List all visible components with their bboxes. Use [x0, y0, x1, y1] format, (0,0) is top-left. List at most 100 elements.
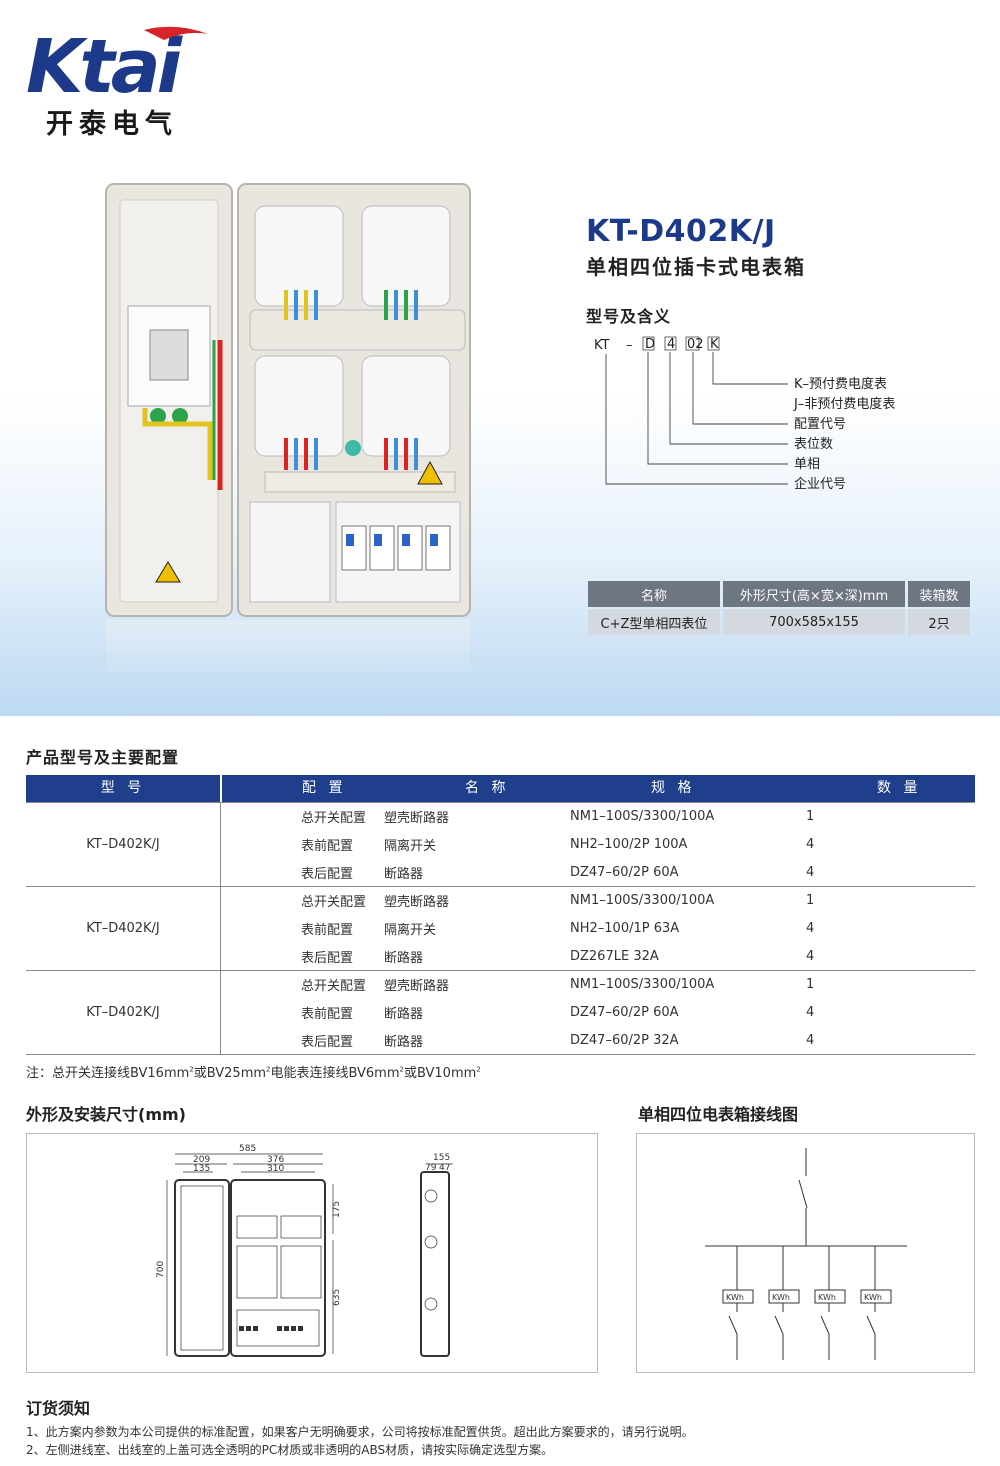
meter-label-3: KWh	[818, 1293, 836, 1302]
note-sup-1: 2	[189, 1065, 194, 1074]
config-cell: 总开关配置	[301, 979, 367, 995]
product-code: KT-D402K/J	[586, 214, 776, 249]
config-cell: 表前配置	[301, 923, 354, 939]
wiring-heading: 单相四位电表箱接线图	[638, 1105, 799, 1124]
table-row: 总开关配置 塑壳断路器 NM1–100S/3300/100A 1	[221, 887, 975, 915]
header-config: 配 置	[222, 775, 465, 802]
name-cell: 断路器	[384, 866, 424, 882]
dim-47: 47	[439, 1163, 450, 1173]
model-part-4: 4	[667, 337, 675, 352]
col-size: 外形尺寸(高×宽×深)mm	[723, 581, 905, 607]
dim-209: 209	[193, 1155, 210, 1165]
label-single-phase: 单相	[794, 457, 820, 472]
qty-cell: 4	[806, 864, 815, 880]
cell-pack: 2只	[908, 609, 970, 635]
dim-585: 585	[239, 1144, 256, 1154]
meter-label-1: KWh	[726, 1293, 744, 1302]
note-sup-4: 2	[476, 1065, 481, 1074]
label-meter-count: 表位数	[794, 437, 833, 452]
ktai-logo: Ktai	[26, 24, 208, 102]
spec-cell: DZ267LE 32A	[570, 948, 659, 964]
col-name: 名称	[588, 581, 720, 607]
dim-310: 310	[267, 1164, 284, 1174]
note-part-b: 或BV25mm	[193, 1066, 267, 1081]
col-pack: 装箱数	[908, 581, 970, 607]
model-part-k: K	[710, 337, 719, 352]
note-part-d: 或BV10mm	[403, 1066, 477, 1081]
config-cell: 表前配置	[301, 1007, 354, 1023]
model-part-02: 02	[687, 337, 704, 352]
note-sup-3: 2	[399, 1065, 404, 1074]
config-cell: 表后配置	[301, 866, 354, 882]
name-cell: 隔离开关	[384, 839, 437, 855]
config-cell: 表后配置	[301, 950, 354, 966]
spec-cell: DZ47–60/2P 32A	[570, 1032, 679, 1048]
dim-635: 635	[332, 1289, 342, 1306]
dim-700: 700	[156, 1261, 166, 1278]
config-heading: 产品型号及主要配置	[26, 748, 180, 767]
table-row: 表后配置 断路器 DZ47–60/2P 60A 4	[221, 858, 975, 886]
label-prepaid: K–预付费电度表	[794, 376, 887, 392]
name-cell: 塑壳断路器	[384, 895, 450, 911]
name-cell: 隔离开关	[384, 923, 437, 939]
dim-175: 175	[332, 1201, 342, 1218]
name-cell: 塑壳断路器	[384, 979, 450, 995]
qty-cell: 1	[806, 809, 815, 825]
label-company-code: 企业代号	[794, 476, 846, 492]
company-name: 开泰电气	[46, 109, 178, 140]
dimension-drawing: 585 209 376 135 310 700 175 635 155 79 4…	[156, 1144, 453, 1357]
dim-79: 79	[425, 1163, 437, 1173]
qty-cell: 4	[806, 1005, 815, 1021]
cell-name: C+Z型单相四表位	[588, 609, 720, 635]
config-model-cell: KT–D402K/J	[26, 887, 221, 971]
logo-swoosh-icon	[144, 26, 208, 40]
spec-cell: NH2–100/1P 63A	[570, 921, 680, 937]
config-cell: 表前配置	[301, 839, 354, 855]
header-name: 名 称	[465, 775, 651, 802]
qty-cell: 1	[806, 893, 815, 909]
config-cell: 总开关配置	[301, 895, 367, 911]
model-meaning-diagram: KT – D 4 02 K K–预付费电度表 J–非预付费电度表 配置代号 表位…	[594, 336, 895, 492]
config-note: 注：总开关连接线BV16mm2或BV25mm2电能表连接线BV6mm2或BV10…	[26, 1062, 481, 1081]
dim-135: 135	[193, 1164, 210, 1174]
qty-cell: 4	[806, 921, 815, 937]
config-model-cell: KT–D402K/J	[26, 803, 221, 887]
dim-376: 376	[267, 1155, 284, 1165]
name-cell: 断路器	[384, 1007, 424, 1023]
order-note-1: 1、此方案内参数为本公司提供的标准配置，如果客户无明确要求，公司将按标准配置供货…	[26, 1425, 694, 1439]
wiring-diagram: KWh KWh KWh KWh	[705, 1148, 907, 1360]
product-photo	[105, 183, 471, 680]
spec-cell: NH2–100/2P 100A	[570, 837, 688, 853]
header-model: 型 号	[26, 775, 222, 802]
spec-cell: NM1–100S/3300/100A	[570, 893, 715, 909]
note-sup-2: 2	[266, 1065, 271, 1074]
spec-cell: DZ47–60/2P 60A	[570, 864, 679, 880]
config-group: KT–D402K/J 总开关配置 塑壳断路器 NM1–100S/3300/100A 1 表…	[26, 887, 975, 972]
dimension-drawing-frame: 585 209 376 135 310 700 175 635 155 79 4…	[26, 1133, 598, 1373]
note-part-a: 注：总开关连接线BV16mm	[26, 1066, 190, 1081]
header-spec: 规 格	[651, 775, 869, 802]
header-qty: 数 量	[869, 775, 975, 802]
qty-cell: 1	[806, 977, 815, 993]
dim-155: 155	[433, 1153, 450, 1163]
label-non-prepaid: J–非预付费电度表	[793, 396, 895, 412]
name-cell: 塑壳断路器	[384, 811, 450, 827]
model-part-d: D	[645, 337, 655, 352]
dimension-summary-table: 名称 外形尺寸(高×宽×深)mm 装箱数 C+Z型单相四表位 700x585x1…	[585, 579, 973, 637]
name-cell: 断路器	[384, 1034, 424, 1050]
spec-cell: DZ47–60/2P 60A	[570, 1005, 679, 1021]
wiring-diagram-frame: KWh KWh KWh KWh	[636, 1133, 975, 1373]
model-dash: –	[626, 338, 633, 353]
product-name: 单相四位插卡式电表箱	[586, 255, 806, 279]
table-row: 表前配置 隔离开关 NH2–100/1P 63A 4	[221, 915, 975, 943]
model-prefix: KT	[594, 338, 610, 353]
